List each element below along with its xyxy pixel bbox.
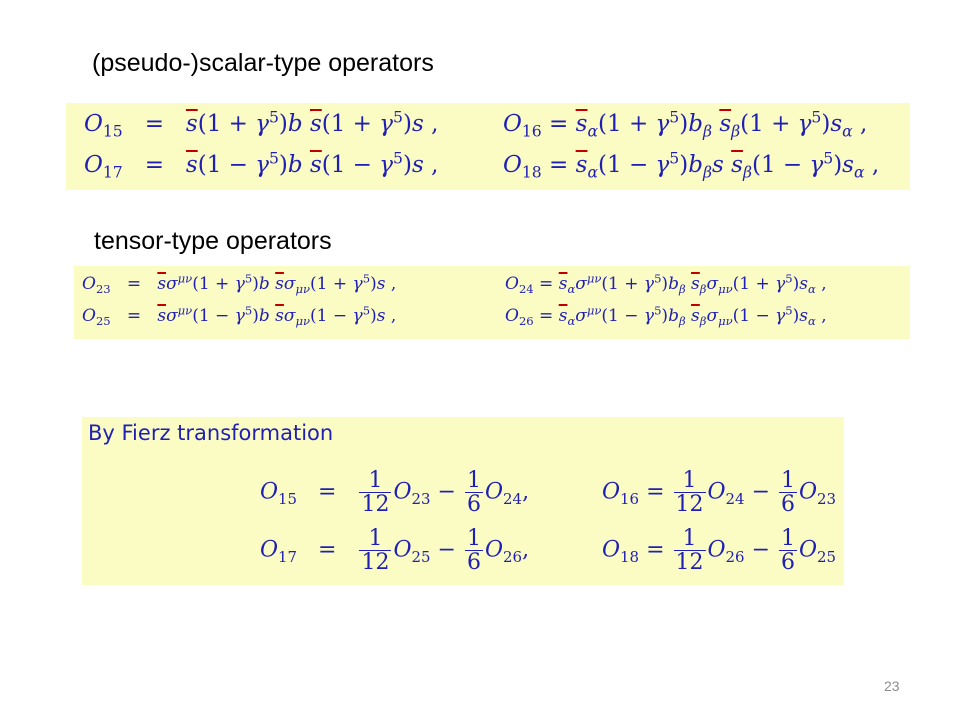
equation-o18: O18 = sα(1 − γ5)bβs sβ(1 − γ5)sα ,	[503, 148, 880, 182]
equation-o24: O24 = sασμν(1 + γ5)bβ sβσμν(1 + γ5)sα ,	[505, 271, 827, 297]
heading-tensor-operators: tensor-type operators	[94, 227, 332, 255]
scalar-operators-box: O15 = s(1 + γ5)b s(1 + γ5)s , O16 = sα(1…	[66, 103, 910, 190]
heading-scalar-operators: (pseudo-)scalar-type operators	[92, 49, 434, 77]
page-number: 23	[884, 678, 900, 694]
equation-o17: O17 = s(1 − γ5)b s(1 − γ5)s ,	[84, 148, 439, 182]
equation-o15: O15 = s(1 + γ5)b s(1 + γ5)s ,	[84, 107, 439, 141]
equation-o25: O25 = sσμν(1 − γ5)b sσμν(1 − γ5)s ,	[82, 303, 397, 329]
equation-o26: O26 = sασμν(1 − γ5)bβ sβσμν(1 − γ5)sα ,	[505, 303, 827, 329]
equation-o23: O23 = sσμν(1 + γ5)b sσμν(1 + γ5)s ,	[82, 271, 397, 297]
tensor-operators-box: O23 = sσμν(1 + γ5)b sσμν(1 + γ5)s , O24 …	[74, 266, 910, 339]
equation-o16: O16 = sα(1 + γ5)bβ sβ(1 + γ5)sα ,	[503, 107, 868, 141]
fierz-title: By Fierz transformation	[88, 421, 334, 445]
